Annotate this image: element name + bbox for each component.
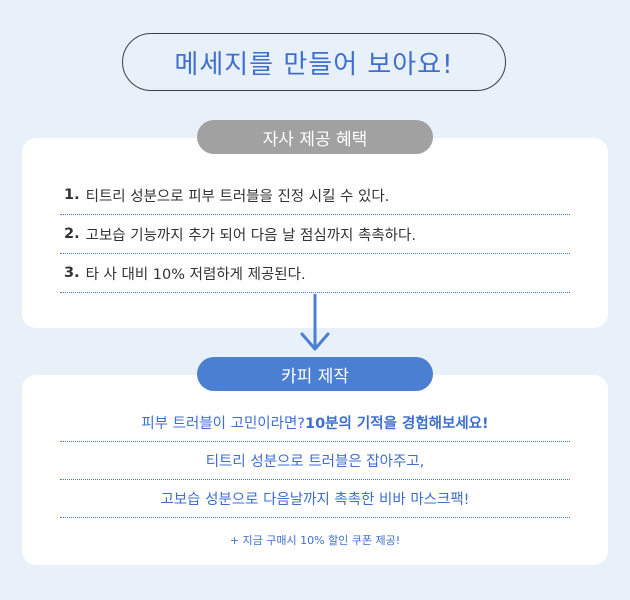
list-item: 3. 타 사 대비 10% 저렴하게 제공된다.	[60, 254, 570, 293]
copy-line-1: 피부 트러블이 고민이라면? 10분의 기적을 경험해보세요!	[60, 404, 570, 442]
arrow-down-icon	[300, 294, 330, 351]
page-title-text: 메세지를 만들어 보아요!	[174, 49, 454, 80]
list-item: 2. 고보습 기능까지 추가 되어 다음 날 점심까지 촉촉하다.	[60, 215, 570, 254]
copy-line-2: 티트리 성분으로 트러블은 잡아주고,	[60, 442, 570, 480]
copy-badge: 카피 제작	[197, 357, 433, 391]
copy-line-1-bold: 10분의 기적을 경험해보세요!	[305, 416, 489, 432]
list-item-number: 3.	[64, 265, 80, 281]
benefits-badge: 자사 제공 혜택	[197, 120, 433, 154]
copy-lines: 피부 트러블이 고민이라면? 10분의 기적을 경험해보세요! 티트리 성분으로…	[60, 404, 570, 518]
copy-line-1-plain: 피부 트러블이 고민이라면?	[141, 416, 305, 432]
list-item: 1. 티트리 성분으로 피부 트러블을 진정 시킬 수 있다.	[60, 176, 570, 215]
list-item-number: 1.	[64, 187, 80, 203]
list-item-text: 티트리 성분으로 피부 트러블을 진정 시킬 수 있다.	[85, 188, 390, 205]
copy-line-3: 고보습 성분으로 다음날까지 촉촉한 비바 마스크팩!	[60, 480, 570, 518]
coupon-note: + 지금 구매시 10% 할인 쿠폰 제공!	[229, 534, 401, 547]
page-title: 메세지를 만들어 보아요!	[122, 33, 506, 91]
list-item-number: 2.	[64, 226, 80, 242]
benefits-list: 1. 티트리 성분으로 피부 트러블을 진정 시킬 수 있다. 2. 고보습 기…	[60, 176, 570, 293]
list-item-text: 타 사 대비 10% 저렴하게 제공된다.	[85, 266, 306, 283]
copy-card	[22, 375, 608, 565]
list-item-text: 고보습 기능까지 추가 되어 다음 날 점심까지 촉촉하다.	[85, 227, 416, 244]
